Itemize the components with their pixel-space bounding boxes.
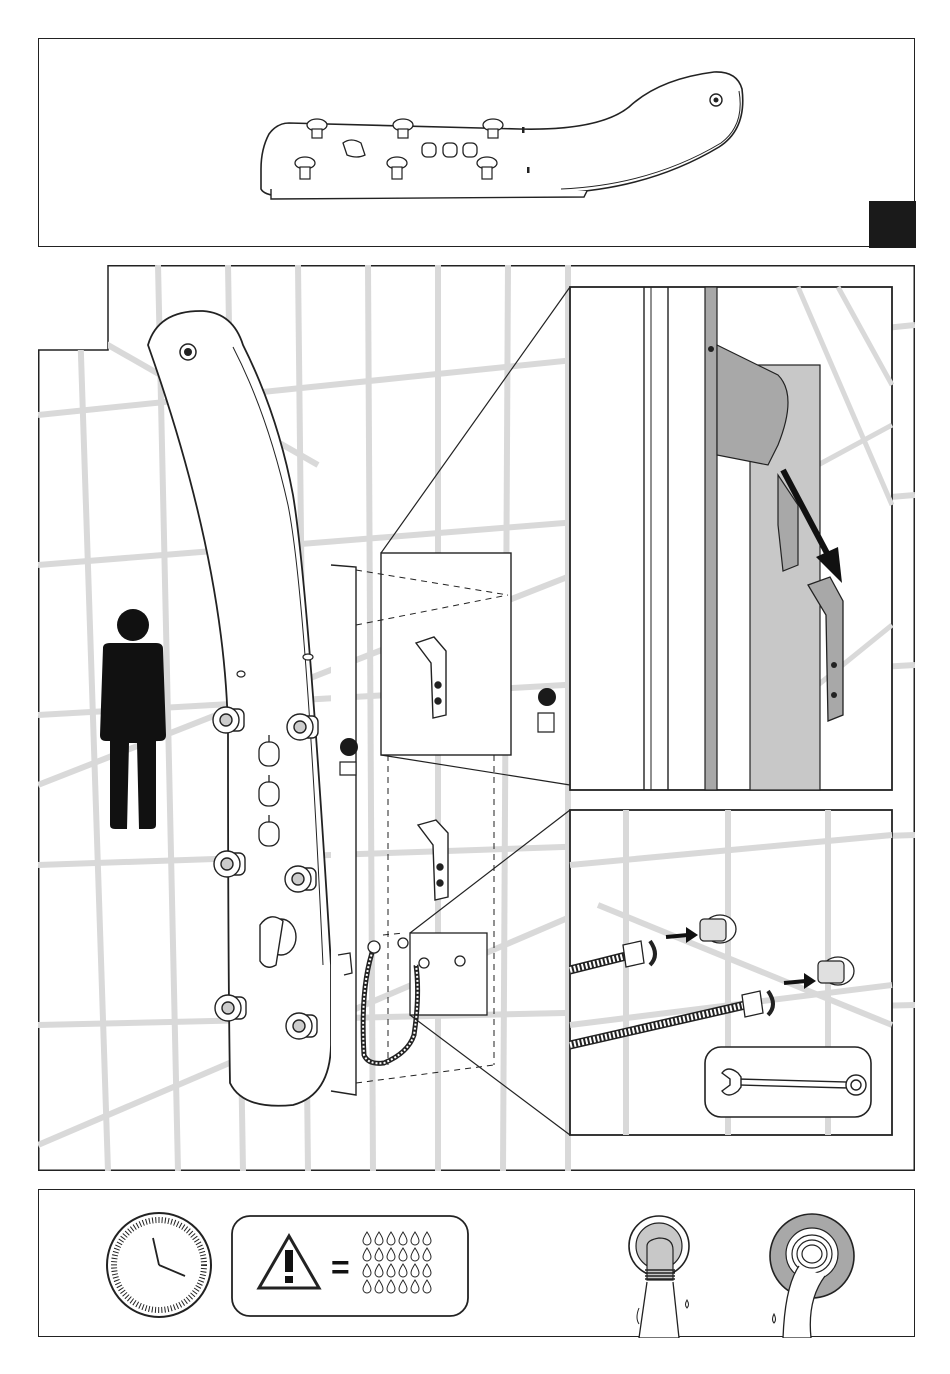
step-marker-circle [538, 688, 556, 706]
wall-plug-icon [538, 713, 554, 732]
body-jet-icon [213, 707, 244, 733]
step-marker-circle [340, 738, 358, 756]
step-marker-square [869, 201, 916, 248]
panel-outline [261, 72, 743, 196]
shower-panel-side-view [39, 39, 916, 248]
diverter-knob-icon [443, 143, 457, 157]
top-panel [38, 38, 915, 247]
warnings-bar: = [38, 1189, 915, 1337]
clock-icon [107, 1213, 211, 1317]
sealed-fitting-icon [629, 1216, 689, 1338]
connection-callout [410, 933, 487, 1015]
bracket-hook-detail [570, 287, 892, 790]
warning-box [232, 1216, 468, 1316]
body-jet-icon [214, 851, 245, 877]
body-jet-icon [286, 1013, 317, 1039]
main-scene [38, 265, 915, 1171]
body-jet-icon [215, 995, 246, 1021]
leaking-fitting-icon [770, 1214, 854, 1338]
body-jet-icon [287, 714, 318, 740]
hose-connection-detail [570, 810, 892, 1135]
diverter-knob-icon [463, 143, 477, 157]
wall-plug-icon [340, 762, 356, 775]
diverter-knob-icon [422, 143, 436, 157]
body-jet-icon [285, 866, 316, 892]
equals-sign: = [331, 1249, 350, 1285]
